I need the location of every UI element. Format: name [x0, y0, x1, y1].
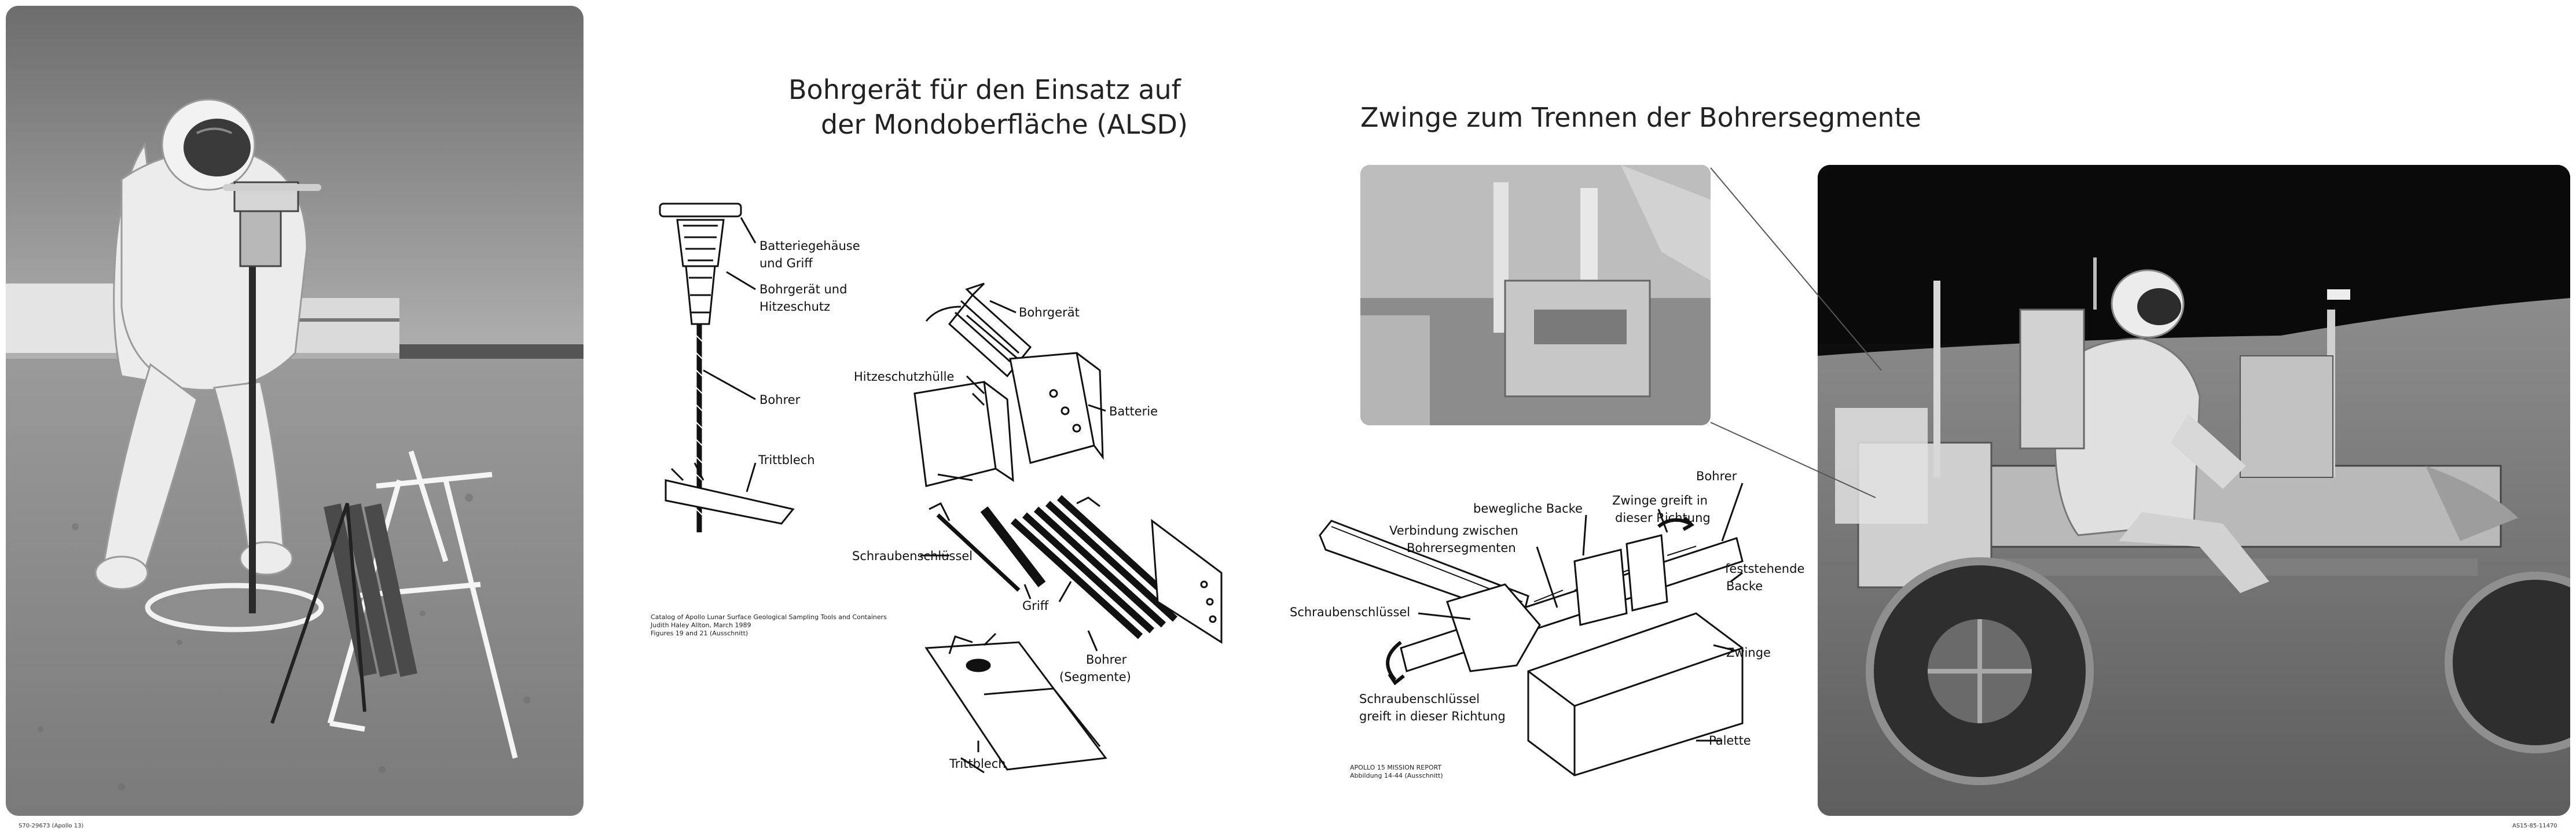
label-fixed-jaw-2: Backe — [1726, 579, 1763, 593]
vise-title: Zwinge zum Trennen der Bohrersegmente — [1360, 102, 1921, 133]
label-connection-1: Verbindung zwischen — [1389, 524, 1518, 538]
lunar-photo — [1818, 165, 2570, 816]
vise-drawing-movable-jaw — [1573, 549, 1628, 626]
label-fixed-jaw-1: feststehende — [1725, 562, 1805, 576]
label-wrench-grips-2: greift in dieser Richtung — [1359, 709, 1506, 723]
label-treadle-2: Trittblech — [949, 757, 1006, 771]
vise-source-2: Abbildung 14-44 (Ausschnitt) — [1350, 772, 1443, 779]
label-pallet: Palette — [1709, 734, 1751, 748]
lunar-astronaut — [2019, 257, 2269, 593]
alsd-title-line-1: Bohrgerät für den Einsatz auf — [788, 74, 1181, 105]
vise-source-1: APOLLO 15 MISSION REPORT — [1350, 764, 1442, 771]
lunar-photo-credit: AS15-85-11470 — [2512, 823, 2557, 829]
core-segments — [324, 503, 417, 677]
label-drill: Bohrgerät — [1019, 306, 1080, 319]
vise-drawing-fixed-jaw — [1625, 534, 1668, 612]
vise-drawing-block — [1527, 612, 1744, 777]
label-wrench-grips-1: Schraubenschlüssel — [1359, 692, 1480, 706]
label-battery-housing-1: Batteriegehäuse — [759, 239, 860, 253]
label-wrench: Schraubenschlüssel — [852, 549, 973, 563]
exploded-drill-head — [925, 282, 1104, 464]
label-vise-wrench: Schraubenschlüssel — [1290, 605, 1411, 619]
vise-inset-photo — [1360, 165, 1711, 425]
label-vise-drill: Bohrer — [1696, 469, 1737, 483]
heat-shield-cover — [913, 381, 1014, 487]
ground — [6, 359, 584, 816]
visor — [184, 119, 251, 176]
lunar-photo-scene — [1818, 165, 2570, 816]
training-photo — [6, 6, 584, 816]
label-battery: Batterie — [1109, 404, 1158, 418]
assembled-drill — [659, 203, 795, 532]
alsd-source-3: Figures 19 and 21 (Ausschnitt) — [651, 630, 748, 637]
label-heatshield-cover: Hitzeschutzhülle — [854, 370, 955, 384]
label-handle: Griff — [1022, 599, 1049, 613]
label-vise-grips-1: Zwinge greift in — [1612, 494, 1708, 507]
label-movable-jaw: bewegliche Backe — [1473, 502, 1583, 516]
label-segments-1: Bohrer — [1086, 653, 1127, 667]
alsd-title-line-2: der Mondoberfläche (ALSD) — [821, 109, 1188, 140]
label-battery-housing-2: und Griff — [759, 256, 813, 270]
label-treadle: Trittblech — [758, 453, 815, 467]
alsd-source-1: Catalog of Apollo Lunar Surface Geologic… — [651, 613, 887, 621]
label-vise: Zwinge — [1726, 646, 1771, 660]
zoom-line-bottom — [1710, 422, 1876, 498]
vise-inset-scene — [1360, 165, 1711, 425]
drill-shaft — [249, 226, 256, 613]
label-connection-2: Bohrersegmenten — [1407, 541, 1516, 555]
training-photo-scene — [6, 6, 584, 816]
label-segments-2: (Segmente) — [1059, 670, 1131, 684]
building-left — [6, 284, 122, 353]
wrench-and-segments — [929, 495, 1223, 644]
zoom-line-top — [1710, 167, 1882, 371]
label-drill-bit: Bohrer — [759, 393, 801, 407]
alsd-source-2: Judith Haley Allton, March 1989 — [651, 621, 751, 629]
label-vise-grips-2: dieser Richtung — [1615, 511, 1711, 525]
training-photo-credit: S70-29673 (Apollo 13) — [19, 823, 84, 829]
label-drill-heatshield-1: Bohrgerät und — [759, 282, 847, 296]
drill-hole-ring — [145, 583, 324, 632]
exploded-treadle — [924, 632, 1107, 774]
label-drill-heatshield-2: Hitzeschutz — [759, 300, 831, 314]
